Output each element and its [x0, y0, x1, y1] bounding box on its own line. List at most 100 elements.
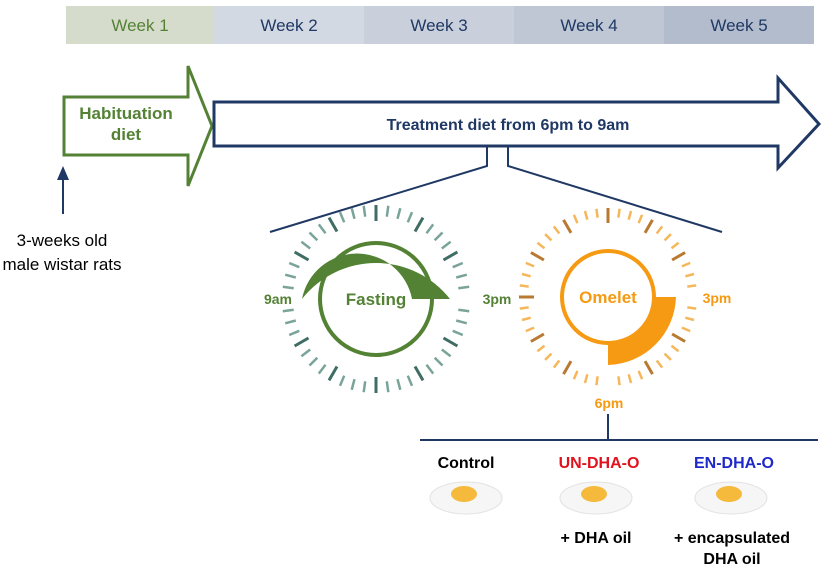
omelet-right-time: 3pm: [703, 290, 732, 306]
clock-tick: [458, 308, 470, 313]
group-control: Control: [429, 455, 503, 515]
omelet-label: Omelet: [579, 288, 637, 307]
clock-tick: [544, 352, 553, 361]
clock-tick: [595, 208, 599, 218]
habituation-label-line2: diet: [111, 125, 142, 144]
week-5-cell: [664, 6, 814, 44]
clock-tick: [350, 378, 356, 391]
week-3-cell: [364, 6, 514, 44]
clock-tick: [687, 284, 697, 288]
clock-tick: [385, 205, 390, 217]
clock-tick: [530, 251, 545, 262]
clock-tick: [452, 261, 464, 269]
clock-tick: [327, 365, 339, 382]
clock-tick: [425, 223, 435, 234]
clock-tick: [681, 326, 691, 333]
clock-tick: [338, 375, 346, 387]
clock-tick: [637, 370, 644, 380]
omelet-clock-ticks: [519, 208, 697, 386]
start-label-line2: male wistar rats: [2, 255, 121, 274]
fasting-inner-ring: [318, 241, 434, 357]
clock-tick: [643, 360, 654, 375]
clock-tick: [362, 205, 367, 217]
clock-tick: [300, 348, 311, 358]
clock-tick: [413, 216, 425, 233]
clock-tick: [671, 332, 686, 343]
clock-tick: [433, 231, 444, 242]
clock-tick: [455, 319, 468, 325]
up-arrow-icon: [57, 166, 69, 180]
clock-tick: [284, 319, 297, 325]
clock-tick: [338, 211, 346, 223]
habituation-label-line1: Habituation: [79, 104, 173, 123]
clock-tick: [583, 210, 589, 221]
omelet-clock: Omelet 3pm 6pm: [519, 208, 731, 411]
clock-tick: [670, 241, 680, 250]
clock-tick: [433, 356, 444, 367]
clock-tick: [684, 316, 695, 322]
clock-tick: [627, 373, 633, 384]
week-4-label: Week 4: [560, 16, 617, 35]
clock-tick: [406, 211, 414, 223]
clock-tick: [441, 240, 452, 250]
group-un-dha-o-name: UN-DHA-O: [559, 455, 640, 472]
fried-egg-icon: [429, 481, 503, 515]
week-2-label: Week 2: [260, 16, 317, 35]
group-un-dha-o: UN-DHA-O + DHA oil: [559, 455, 640, 547]
clock-tick: [687, 306, 697, 310]
clock-tick: [425, 364, 435, 375]
clock-tick: [595, 376, 599, 386]
zoom-lines: [269, 146, 723, 233]
fasting-clock: Fasting 9am 3pm: [264, 205, 511, 393]
clock-tick: [458, 285, 470, 290]
group-branch: [420, 414, 818, 441]
clock-tick: [544, 233, 553, 242]
clock-tick: [525, 261, 535, 268]
clock-tick: [288, 329, 300, 337]
week-header: Week 1 Week 2 Week 3 Week 4 Week 5: [66, 6, 814, 44]
fried-egg-icon: [694, 481, 768, 515]
clock-tick: [681, 261, 691, 268]
clock-tick: [396, 378, 402, 391]
treatment-label: Treatment diet from 6pm to 9am: [387, 117, 630, 134]
clock-tick: [308, 356, 319, 367]
clock-tick: [284, 273, 297, 279]
clock-tick: [442, 336, 459, 348]
clock-tick: [663, 352, 672, 361]
clock-tick: [452, 329, 464, 337]
fried-egg-icon: [559, 481, 633, 515]
clock-tick: [663, 233, 672, 242]
clock-tick: [308, 231, 319, 242]
group-control-name: Control: [438, 455, 495, 472]
fasting-clock-ticks: [282, 205, 470, 393]
clock-tick: [562, 360, 573, 375]
clock-tick: [552, 359, 561, 369]
clock-tick: [327, 216, 339, 233]
clock-tick: [583, 373, 589, 384]
clock-tick: [300, 240, 311, 250]
group-en-dha-o-note-line1: + encapsulated: [674, 530, 790, 547]
clock-tick: [617, 376, 621, 386]
clock-tick: [519, 284, 529, 288]
week-2-cell: [214, 6, 364, 44]
start-marker: 3-weeks old male wistar rats: [2, 166, 122, 274]
clock-tick: [441, 348, 452, 358]
clock-tick: [317, 364, 327, 375]
clock-tick: [293, 336, 310, 348]
clock-tick: [282, 285, 294, 290]
clock-tick: [637, 214, 644, 224]
clock-tick: [413, 365, 425, 382]
clock-tick: [519, 306, 529, 310]
week-4-cell: [514, 6, 664, 44]
clock-tick: [282, 308, 294, 313]
treatment-arrow: Treatment diet from 6pm to 9am: [212, 74, 822, 172]
clock-tick: [406, 375, 414, 387]
clock-tick: [643, 219, 654, 234]
group-un-dha-o-note: + DHA oil: [561, 530, 632, 547]
clock-tick: [562, 219, 573, 234]
group-en-dha-o-name: EN-DHA-O: [694, 455, 774, 472]
clock-tick: [536, 241, 546, 250]
group-en-dha-o-note-line2: DHA oil: [703, 551, 760, 568]
clock-tick: [670, 344, 680, 353]
